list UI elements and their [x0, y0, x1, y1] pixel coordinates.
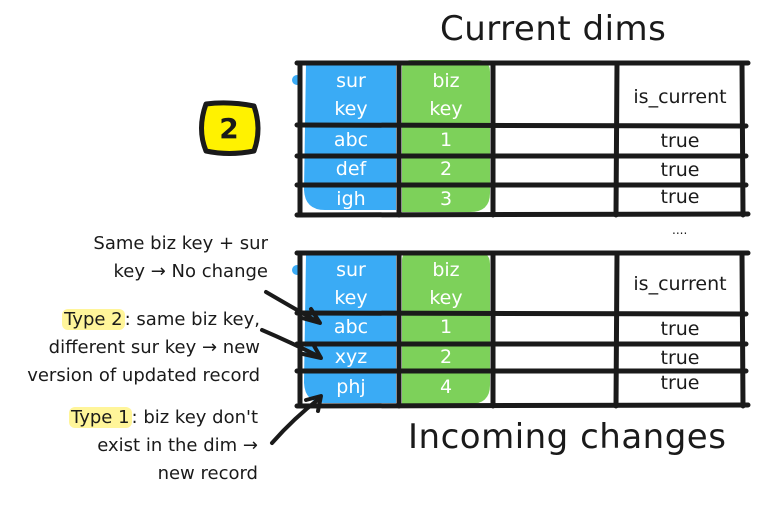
incoming-row-2-is-current: true [660, 347, 700, 369]
header-sur-key-line1: sur [336, 259, 366, 281]
table-grid [294, 60, 751, 218]
incoming-row-2-biz-key: 2 [439, 346, 453, 368]
note-no-change-line1: Same biz key + sur [93, 233, 268, 254]
note-type2-line3: version of updated record [27, 365, 260, 386]
arrow-no-change [264, 290, 322, 325]
current-row-1-biz-key: 1 [439, 129, 453, 151]
note-type2-line1: Type 2: same biz key, [27, 306, 260, 334]
incoming-row-1-biz-key: 1 [439, 316, 453, 338]
current-row-3-sur-key: igh [336, 188, 366, 210]
note-no-change-line2: key → No change [113, 261, 268, 282]
table-grid [294, 250, 751, 409]
ellipsis-mark: .... [672, 223, 688, 237]
incoming-row-3-is-current: true [660, 372, 700, 394]
arrow-type2 [260, 328, 323, 360]
header-biz-key-line2: key [429, 287, 463, 309]
biz-key-column-fill [402, 252, 490, 404]
incoming-row-2-sur-key: xyz [334, 346, 368, 368]
current-dims-table [292, 60, 751, 218]
current-row-3-is-current: true [660, 186, 700, 208]
note-type2: Type 2: same biz key, different sur key … [27, 306, 260, 390]
note-type2-line2: different sur key → new [48, 337, 260, 358]
current-row-1-is-current: true [660, 130, 700, 152]
note-type2-line1-rest: : same biz key, [124, 309, 260, 330]
header-biz-key-line1: biz [432, 259, 460, 281]
step-badge-number: 2 [219, 112, 239, 145]
header-is-current: is_current [633, 86, 727, 108]
sur-key-column-fill [304, 254, 396, 403]
biz-key-column-fill [402, 60, 490, 212]
header-sur-key-line1: sur [336, 70, 366, 92]
incoming-row-3-biz-key: 4 [439, 376, 453, 398]
note-type1: Type 1: biz key don't exist in the dim →… [69, 404, 258, 488]
annotation-arrows [260, 290, 323, 445]
header-sur-key-line2: key [334, 287, 368, 309]
incoming-changes-table [292, 250, 751, 409]
current-row-2-is-current: true [660, 159, 700, 181]
note-no-change: Same biz key + sur key → No change [93, 230, 268, 286]
current-row-2-sur-key: def [335, 158, 367, 180]
sur-key-column-fill [304, 62, 396, 210]
note-type1-line1-rest: : biz key don't [131, 407, 258, 428]
note-type1-line2: exist in the dim → [97, 435, 258, 456]
header-biz-key-line2: key [429, 98, 463, 120]
note-type1-line3: new record [157, 463, 258, 484]
note-type1-line1: Type 1: biz key don't [69, 404, 258, 432]
type2-highlight-tag: Type 2 [62, 309, 125, 330]
header-is-current: is_current [633, 273, 727, 295]
incoming-row-1-sur-key: abc [333, 316, 369, 338]
arrow-type1 [270, 394, 323, 445]
incoming-row-3-sur-key: phj [336, 376, 366, 398]
incoming-row-1-is-current: true [660, 318, 700, 340]
current-row-3-biz-key: 3 [439, 188, 453, 210]
type1-highlight-tag: Type 1 [69, 407, 132, 428]
current-row-2-biz-key: 2 [439, 158, 453, 180]
badge-shape [199, 100, 261, 156]
header-biz-key-line1: biz [432, 70, 460, 92]
current-dims-title: Current dims [440, 9, 667, 49]
current-row-1-sur-key: abc [333, 129, 369, 151]
header-sur-key-line2: key [334, 98, 368, 120]
incoming-changes-title: Incoming changes [408, 417, 727, 457]
